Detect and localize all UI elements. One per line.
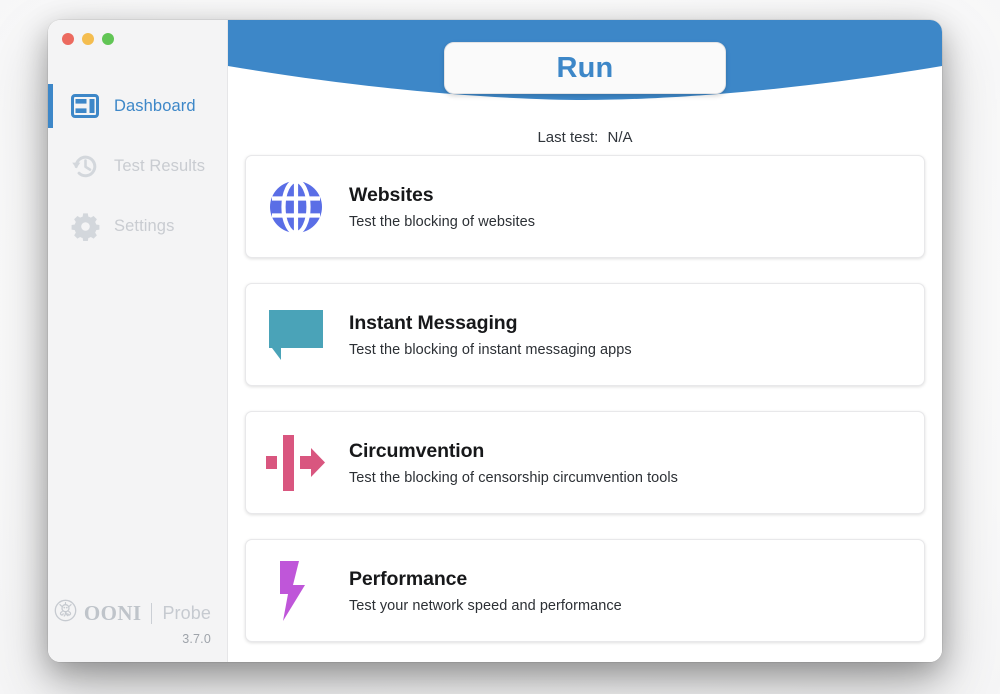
run-button[interactable]: Run — [444, 42, 726, 94]
last-test-value: N/A — [607, 129, 633, 146]
globe-icon — [265, 176, 327, 238]
card-description: Test the blocking of censorship circumve… — [349, 469, 678, 486]
ooni-probe-logo: OONI Probe — [48, 599, 211, 627]
ooni-probe-window: Dashboard Test Results — [48, 20, 942, 662]
history-clock-icon — [70, 151, 100, 181]
sidebar-item-label: Dashboard — [114, 96, 196, 115]
sidebar-item-settings[interactable]: Settings — [48, 196, 227, 256]
card-title: Circumvention — [349, 439, 485, 462]
logo-divider — [151, 602, 153, 624]
main-content: Run Last test: N/A — [228, 20, 942, 662]
app-version: 3.7.0 — [182, 632, 211, 646]
card-description: Test the blocking of instant messaging a… — [349, 341, 632, 358]
minimize-button[interactable] — [82, 33, 94, 45]
card-title: Instant Messaging — [349, 311, 518, 334]
card-websites[interactable]: Websites Test the blocking of websites — [245, 155, 925, 258]
card-text: Websites Test the blocking of websites — [349, 184, 535, 230]
ooni-octopus-icon — [54, 599, 77, 627]
card-instant-messaging[interactable]: Instant Messaging Test the blocking of i… — [245, 283, 925, 386]
circumvention-arrow-icon — [265, 432, 327, 494]
ooni-brand-text: OONI — [83, 600, 142, 625]
sidebar-item-dashboard[interactable]: Dashboard — [48, 76, 227, 136]
sidebar-nav: Dashboard Test Results — [48, 76, 227, 256]
zoom-button[interactable] — [102, 33, 114, 45]
card-text: Instant Messaging Test the blocking of i… — [349, 312, 632, 358]
close-button[interactable] — [62, 33, 74, 45]
dashboard-icon — [70, 91, 100, 121]
last-test-label: Last test: — [537, 129, 599, 146]
lightning-bolt-icon — [265, 560, 327, 622]
active-indicator-bar — [48, 84, 53, 128]
ooni-product-text: Probe — [162, 602, 211, 623]
sidebar: Dashboard Test Results — [48, 20, 228, 662]
sidebar-item-test-results[interactable]: Test Results — [48, 136, 227, 196]
last-test-status: Last test: N/A — [228, 129, 942, 146]
window-traffic-lights — [62, 33, 114, 45]
test-cards-list: Websites Test the blocking of websites I… — [245, 155, 925, 642]
card-title: Websites — [349, 183, 434, 206]
gear-icon — [70, 211, 100, 241]
card-description: Test the blocking of websites — [349, 213, 536, 230]
sidebar-footer: OONI Probe 3.7.0 — [48, 599, 227, 646]
chat-bubble-icon — [265, 304, 327, 366]
card-description: Test your network speed and performance — [349, 597, 622, 614]
card-performance[interactable]: Performance Test your network speed and … — [245, 539, 925, 642]
run-button-label: Run — [556, 51, 614, 84]
card-text: Performance Test your network speed and … — [349, 568, 622, 614]
card-circumvention[interactable]: Circumvention Test the blocking of censo… — [245, 411, 925, 514]
sidebar-item-label: Settings — [114, 216, 175, 235]
card-text: Circumvention Test the blocking of censo… — [349, 440, 678, 486]
card-title: Performance — [349, 567, 468, 590]
sidebar-item-label: Test Results — [114, 156, 206, 175]
